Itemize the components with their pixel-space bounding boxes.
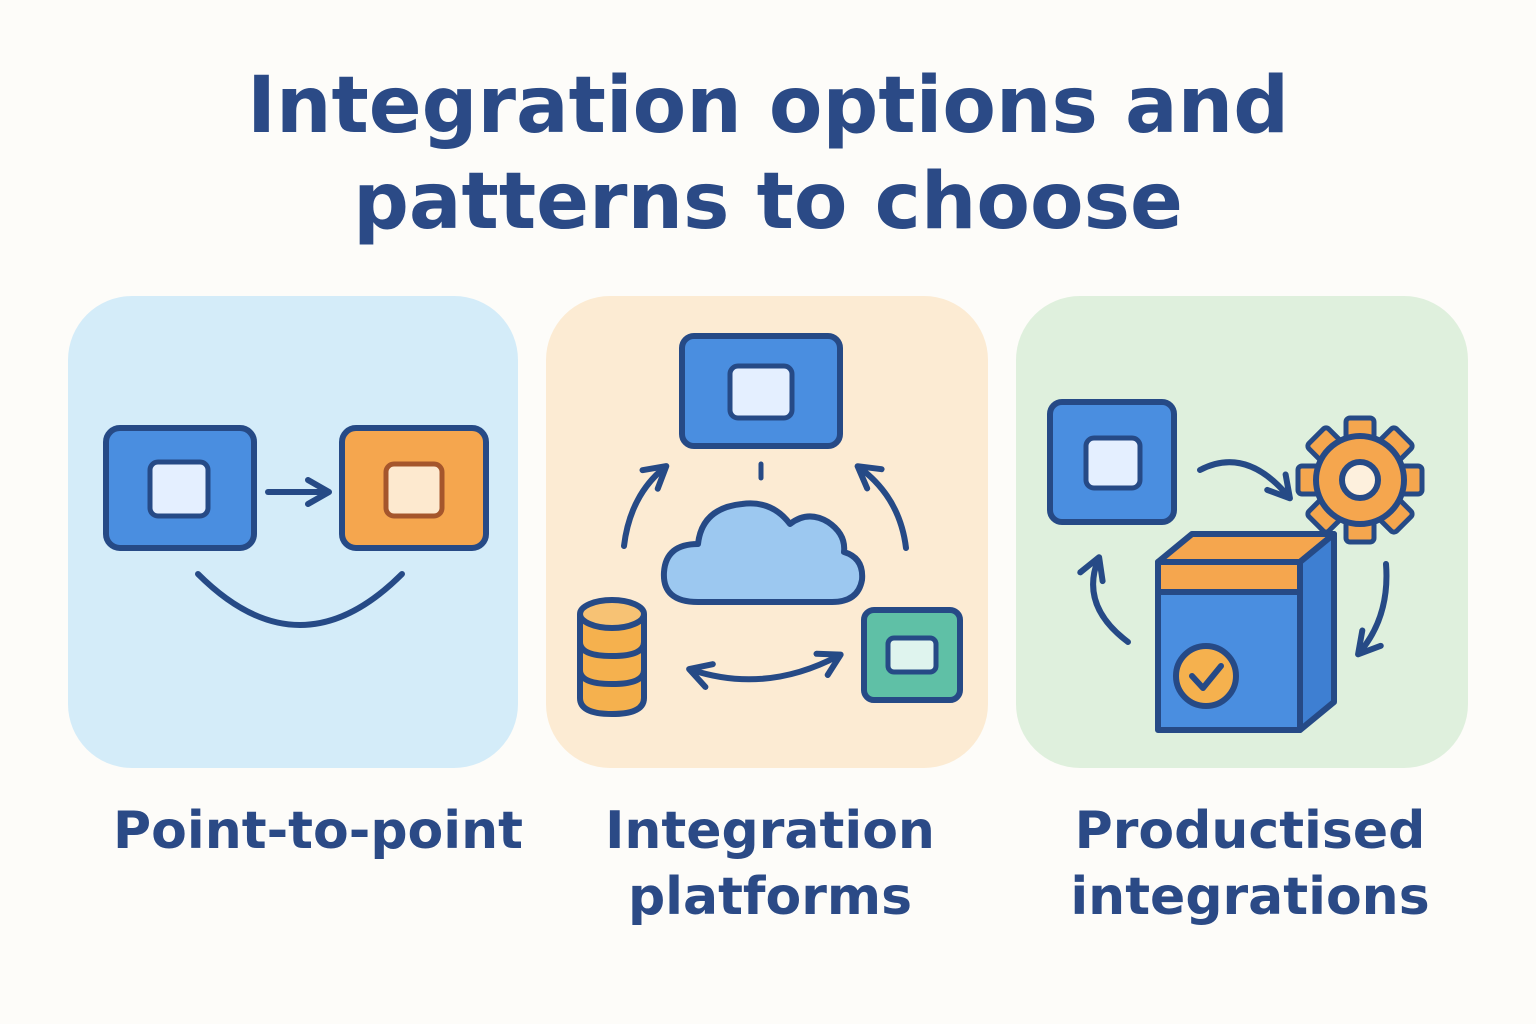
productised-integrations-illustration bbox=[1047, 399, 1425, 733]
app-box-icon bbox=[1047, 399, 1177, 525]
title-line-2: patterns to choose bbox=[353, 157, 1183, 247]
productised-integrations-label-line-2: integrations bbox=[1070, 867, 1430, 927]
productised-integrations-panel bbox=[1016, 296, 1468, 768]
integration-platforms-label-line-1: Integration bbox=[605, 801, 935, 861]
check-badge-icon bbox=[1173, 643, 1239, 709]
package-box-icon bbox=[1155, 531, 1337, 733]
app-window-icon bbox=[679, 333, 843, 481]
title-line-1: Integration options and bbox=[246, 61, 1290, 151]
cycle-arrows-icon bbox=[1077, 459, 1390, 658]
source-box-icon bbox=[103, 425, 257, 551]
productised-integrations-label-line-1: Productised bbox=[1074, 801, 1426, 861]
point-to-point-illustration bbox=[103, 425, 489, 628]
cycle-arrows-icon bbox=[621, 463, 909, 690]
point-to-point-label-line-1: Point-to-point bbox=[113, 801, 523, 861]
point-to-point-label: Point-to-point bbox=[68, 798, 568, 864]
return-arc-icon bbox=[195, 571, 405, 628]
productised-integrations-label: Productised integrations bbox=[1000, 798, 1500, 930]
app-box-icon bbox=[861, 607, 963, 703]
gear-icon bbox=[1295, 415, 1425, 545]
database-icon bbox=[577, 597, 647, 718]
integration-platforms-label: Integration platforms bbox=[520, 798, 1020, 930]
integration-platforms-illustration bbox=[577, 333, 963, 718]
point-to-point-panel bbox=[68, 296, 518, 768]
target-box-icon bbox=[339, 425, 489, 551]
page-title: Integration options and patterns to choo… bbox=[0, 58, 1536, 250]
integration-platforms-panel bbox=[546, 296, 988, 768]
cloud-icon bbox=[660, 500, 866, 605]
integration-platforms-label-line-2: platforms bbox=[627, 867, 913, 927]
